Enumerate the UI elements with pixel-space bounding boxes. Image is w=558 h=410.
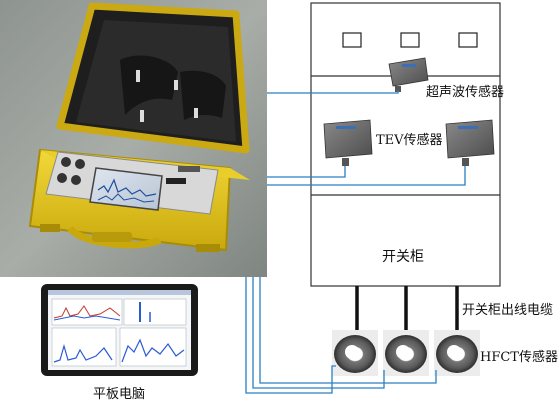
tablet-pc-image — [41, 284, 198, 376]
wire-tev-right — [267, 166, 466, 186]
hfct-sensor-1-image — [332, 330, 378, 376]
wire-hfct-2 — [252, 277, 385, 389]
hfct-sensor-2-image — [383, 330, 429, 376]
label-outgoing-cable: 开关柜出线电缆 — [462, 303, 554, 318]
wire-hfct-1 — [245, 277, 336, 394]
label-switchgear: 开关柜 — [382, 249, 424, 265]
signal-wires — [245, 90, 466, 394]
tev-sensor-left-image — [323, 119, 373, 166]
label-ultrasonic-sensor: 超声波传感器 — [426, 85, 505, 100]
wire-hfct-3 — [259, 277, 437, 384]
label-hfct-sensor: HFCT传感器 — [480, 350, 558, 365]
ultrasonic-sensor-image — [388, 57, 429, 92]
wire-ultrasonic — [267, 90, 399, 94]
tev-sensor-right-image — [445, 119, 495, 166]
wire-tev-left — [267, 166, 346, 178]
label-tev-sensor: TEV传感器 — [376, 133, 443, 148]
label-tablet-pc: 平板电脑 — [93, 387, 146, 402]
instrument-photo — [0, 0, 267, 277]
hfct-sensor-3-image — [434, 330, 480, 376]
